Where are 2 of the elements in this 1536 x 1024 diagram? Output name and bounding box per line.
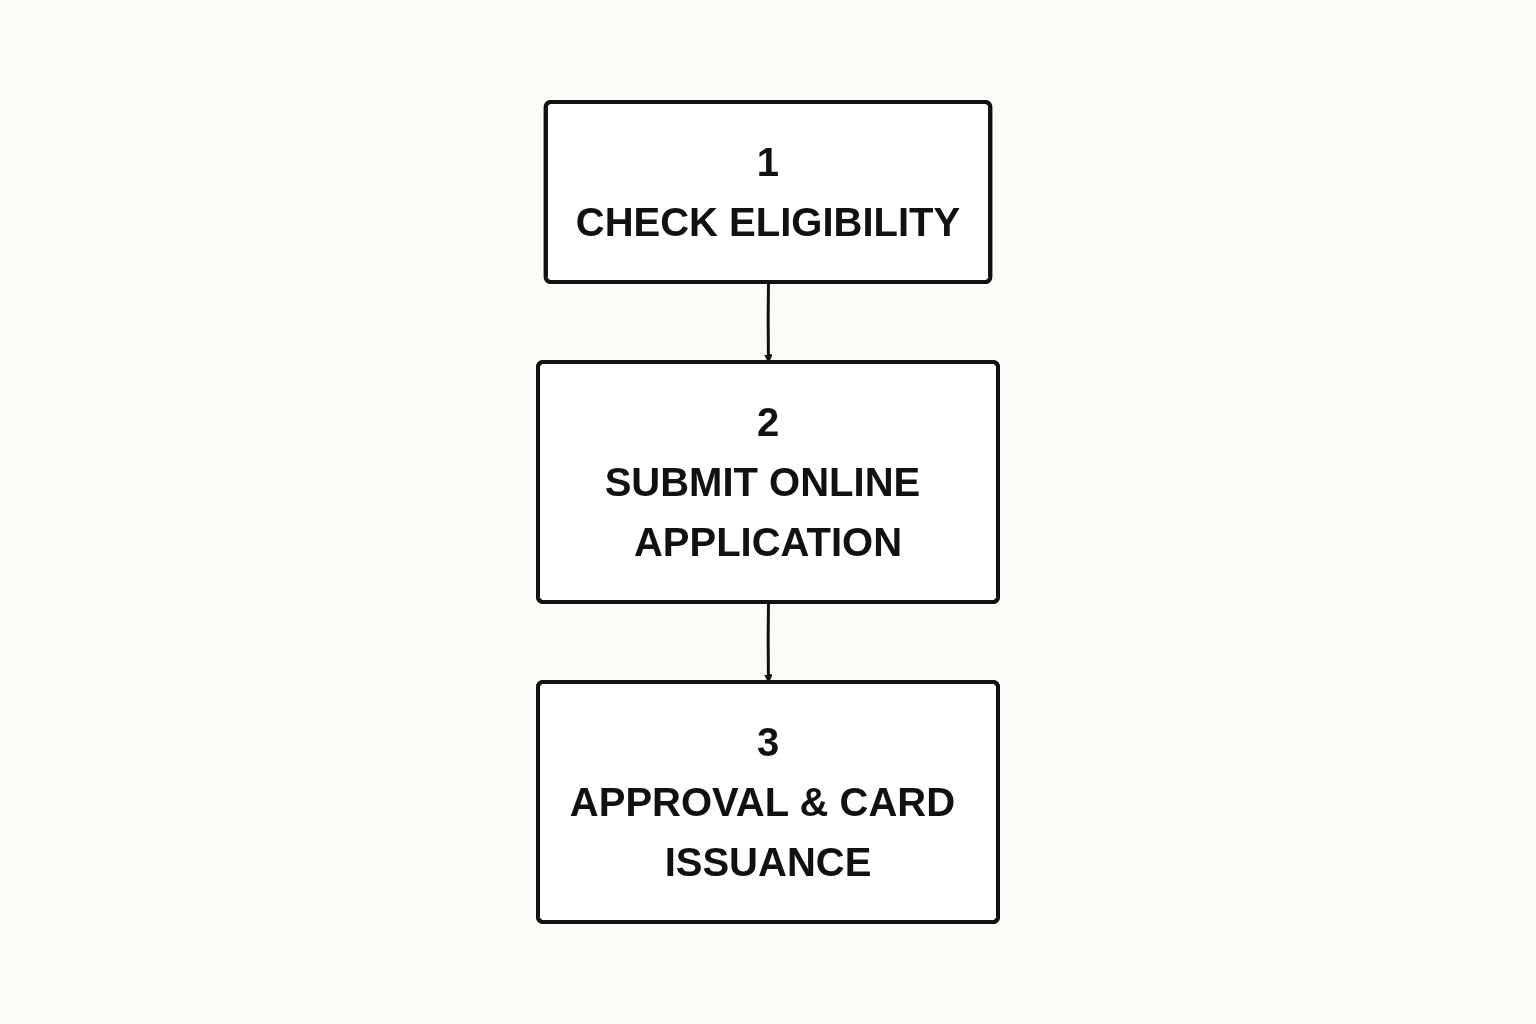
arrow	[764, 282, 773, 363]
arrow	[764, 602, 773, 683]
